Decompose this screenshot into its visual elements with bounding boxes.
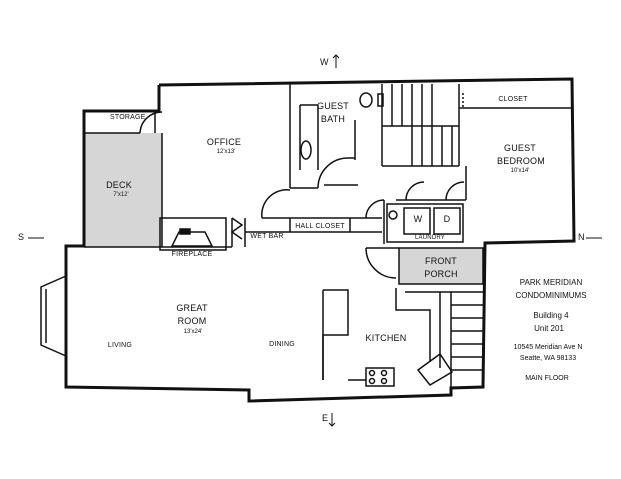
great-room-label-1: GREAT — [176, 303, 208, 313]
unit-number: Unit 201 — [534, 324, 564, 333]
compass-south: S — [18, 232, 25, 242]
great-room-label-2: ROOM — [177, 316, 207, 326]
office-dimensions: 12'x13' — [216, 149, 236, 155]
guest-bedroom-label-1: GUEST — [503, 143, 537, 153]
guest-bedroom-dimensions: 10'x14' — [510, 168, 530, 174]
address-line1: 10545 Meridian Ave N — [513, 344, 583, 351]
front-porch-area — [399, 248, 483, 284]
deck-area — [84, 133, 162, 247]
deck-label: DECK — [106, 180, 132, 190]
building-number: Building 4 — [533, 311, 569, 320]
interior-walls — [84, 84, 572, 388]
exterior-walls — [64, 77, 576, 403]
floor-label: MAIN FLOOR — [525, 375, 569, 382]
complex-name-line2: CONDOMINIMUMS — [515, 291, 587, 300]
closet-label: CLOSET — [498, 96, 528, 103]
compass-west: W — [320, 57, 329, 67]
deck-dimensions: 7'x12' — [113, 192, 129, 198]
bay-window — [40, 275, 67, 357]
living-label: LIVING — [107, 342, 133, 349]
front-porch-label-2: PORCH — [424, 269, 458, 279]
dining-label: DINING — [269, 341, 295, 348]
front-porch-label-1: FRONT — [425, 256, 457, 266]
office-label: OFFICE — [206, 137, 242, 147]
laundry-label: LAUNDRY — [415, 235, 445, 241]
great-room-dimensions: 13'x24' — [183, 329, 203, 335]
compass-arrows — [28, 54, 602, 427]
guest-bath-label-1: GUEST — [316, 101, 350, 111]
washer-label: W — [413, 214, 423, 224]
fireplace-label: FIREPLACE — [171, 251, 213, 258]
guest-bath-label-2: BATH — [320, 114, 346, 124]
address-line2: Seatte, WA 98133 — [519, 355, 577, 362]
guest-bedroom-label-2: BEDROOM — [497, 156, 545, 166]
hall-closet-label: HALL CLOSET — [295, 223, 345, 230]
complex-name-line1: PARK MERIDIAN — [519, 278, 583, 287]
wet-bar-label: WET BAR — [250, 233, 284, 240]
kitchen-label: KITCHEN — [365, 333, 407, 343]
dryer-label: D — [443, 214, 451, 224]
storage-label: STORAGE — [110, 114, 146, 121]
compass-east: E — [322, 413, 329, 423]
compass-north: N — [578, 232, 585, 242]
